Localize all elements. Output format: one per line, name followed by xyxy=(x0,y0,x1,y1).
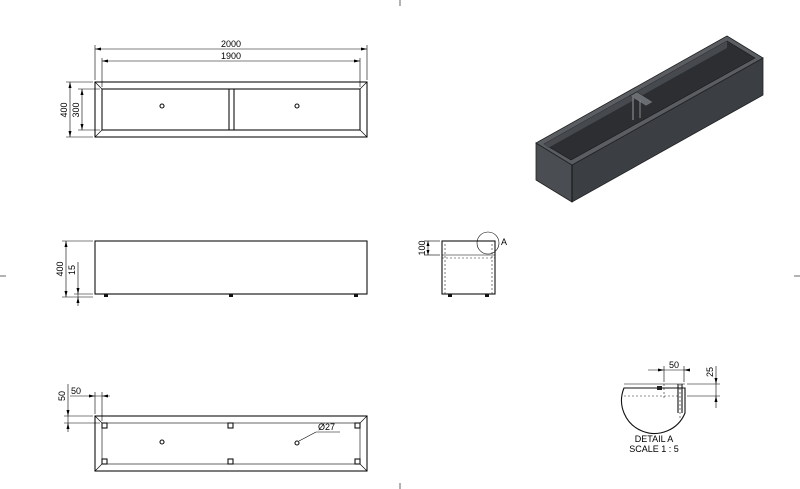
drain-hole xyxy=(159,439,165,445)
dimension-overall-height: 400 xyxy=(59,102,69,117)
drain-hole xyxy=(294,440,300,446)
foot-pad xyxy=(354,458,361,465)
dimension-offset-x: 50 xyxy=(71,386,81,396)
foot xyxy=(485,294,489,297)
foot xyxy=(354,294,358,297)
foot-pad xyxy=(227,422,234,429)
detail-callout-label: A xyxy=(501,237,507,247)
foot-pad xyxy=(354,422,361,429)
isometric-view xyxy=(535,35,764,203)
dimension-hole-diameter: Ø27 xyxy=(318,422,335,432)
dimension-offset-y: 50 xyxy=(57,391,67,401)
foot-pad xyxy=(101,422,108,429)
detail-scale: SCALE 1 : 5 xyxy=(629,444,679,454)
drain-hole xyxy=(159,103,165,109)
iso-divider xyxy=(629,91,654,107)
foot xyxy=(448,294,452,297)
detail-callout-circle xyxy=(476,231,500,255)
detail-dimension-width: 50 xyxy=(669,360,679,370)
front-view: 400 15 xyxy=(55,240,368,306)
dimension-inner-width: 1900 xyxy=(221,51,241,61)
top-view: 2000 1900 400 300 xyxy=(59,39,368,138)
drain-hole xyxy=(294,103,300,109)
detail-title: DETAIL A xyxy=(635,434,674,444)
foot-pad xyxy=(227,458,234,465)
detail-dimension-height: 25 xyxy=(705,367,715,377)
dimension-inner-height: 300 xyxy=(71,102,81,117)
detail-a-view: 50 25 DETAIL A SCALE 1 : 5 xyxy=(621,360,720,454)
foot xyxy=(104,294,108,297)
side-view: 100 A xyxy=(417,231,507,297)
dimension-front-height: 400 xyxy=(55,261,65,276)
dimension-foot-height: 15 xyxy=(67,265,77,275)
dimension-rim-height: 100 xyxy=(417,240,427,255)
foot xyxy=(229,294,233,297)
dimension-overall-width: 2000 xyxy=(221,39,241,49)
foot-pad xyxy=(101,458,108,465)
bottom-view: Ø27 50 50 xyxy=(57,384,368,472)
